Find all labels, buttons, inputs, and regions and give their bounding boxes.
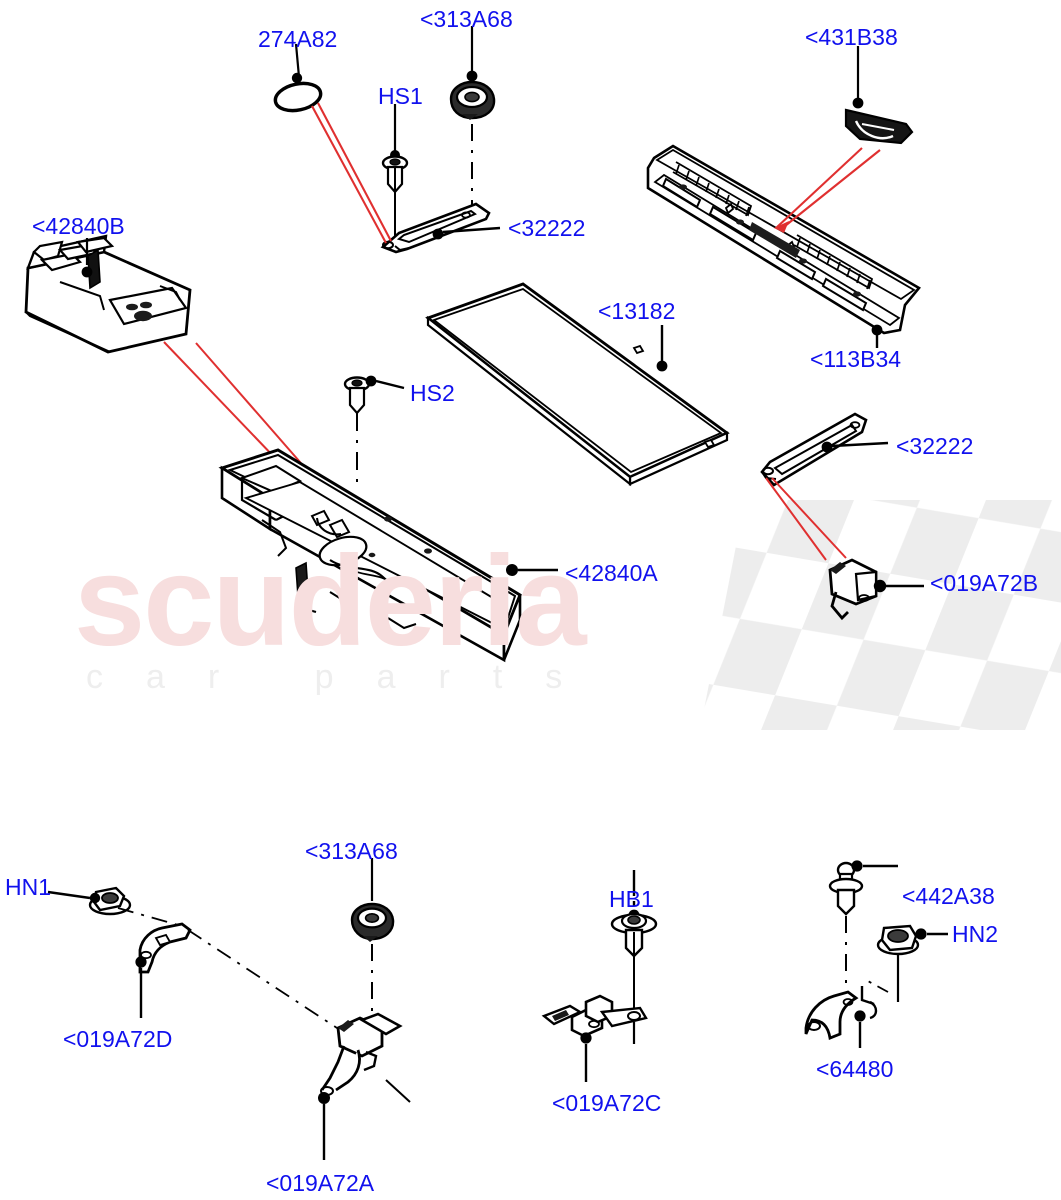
part-019a72c-bracket <box>541 994 648 1082</box>
part-hn1-nut <box>47 886 179 926</box>
part-label-313a68-bottom: <313A68 <box>305 838 398 864</box>
part-32222-rail-top <box>380 202 501 254</box>
part-label-64480: <64480 <box>816 1056 894 1082</box>
part-label-274a82: 274A82 <box>258 26 338 52</box>
part-313a68-grommet-top <box>449 26 496 207</box>
part-label-313a68-top: <313A68 <box>420 6 513 32</box>
part-label-113b34: <113B34 <box>810 346 902 372</box>
part-42840a-storage-tray <box>218 448 558 663</box>
part-hn2-nut <box>865 924 948 1002</box>
part-64480-bracket <box>804 986 878 1048</box>
part-13182-panel <box>425 282 730 487</box>
part-113b34-long-rail <box>646 144 921 348</box>
part-hs1-screw <box>381 104 409 241</box>
part-label-13182: <13182 <box>598 298 676 324</box>
part-42840b-tray-insert <box>24 234 192 354</box>
part-label-hn2: HN2 <box>952 921 999 947</box>
part-label-019a72d: <019A72D <box>63 1026 173 1052</box>
part-label-431b38: <431B38 <box>805 24 898 50</box>
part-label-32222-top: <32222 <box>508 215 586 241</box>
part-274a82-seal-ring <box>273 43 323 113</box>
watermark-main-text: scuderia <box>74 530 586 673</box>
part-label-hs1: HS1 <box>378 83 423 109</box>
highlight-lines-274a82 <box>311 102 392 244</box>
part-hs2-screw <box>343 375 405 490</box>
part-label-42840b: <42840B <box>32 213 125 239</box>
part-442a38-stud <box>828 860 898 1000</box>
part-019a72a-bracket <box>318 1012 411 1160</box>
part-019a72d-bracket <box>135 922 341 1031</box>
highlight-lines-019a72b <box>765 477 847 561</box>
part-label-hn1: HN1 <box>5 874 52 900</box>
part-32222-rail-right <box>760 412 889 487</box>
part-label-019a72a: <019A72A <box>266 1170 375 1196</box>
part-label-hs2: HS2 <box>410 380 455 406</box>
part-label-442a38: <442A38 <box>902 883 995 909</box>
part-label-019a72c: <019A72C <box>552 1090 662 1116</box>
part-313a68-grommet-bottom <box>350 858 395 1020</box>
watermark-sub-text: car parts <box>86 658 606 696</box>
checkered-flag-watermark <box>700 500 1061 730</box>
part-label-32222-right: <32222 <box>896 433 974 459</box>
part-019a72b-bracket <box>828 558 924 621</box>
part-label-hb1: HB1 <box>609 886 654 912</box>
part-431b38-clip <box>844 46 914 145</box>
highlight-lines-431b38 <box>774 147 881 233</box>
part-hb1-bolt <box>610 870 658 1015</box>
part-label-42840a: <42840A <box>565 560 658 586</box>
part-label-019a72b: <019A72B <box>930 570 1039 596</box>
